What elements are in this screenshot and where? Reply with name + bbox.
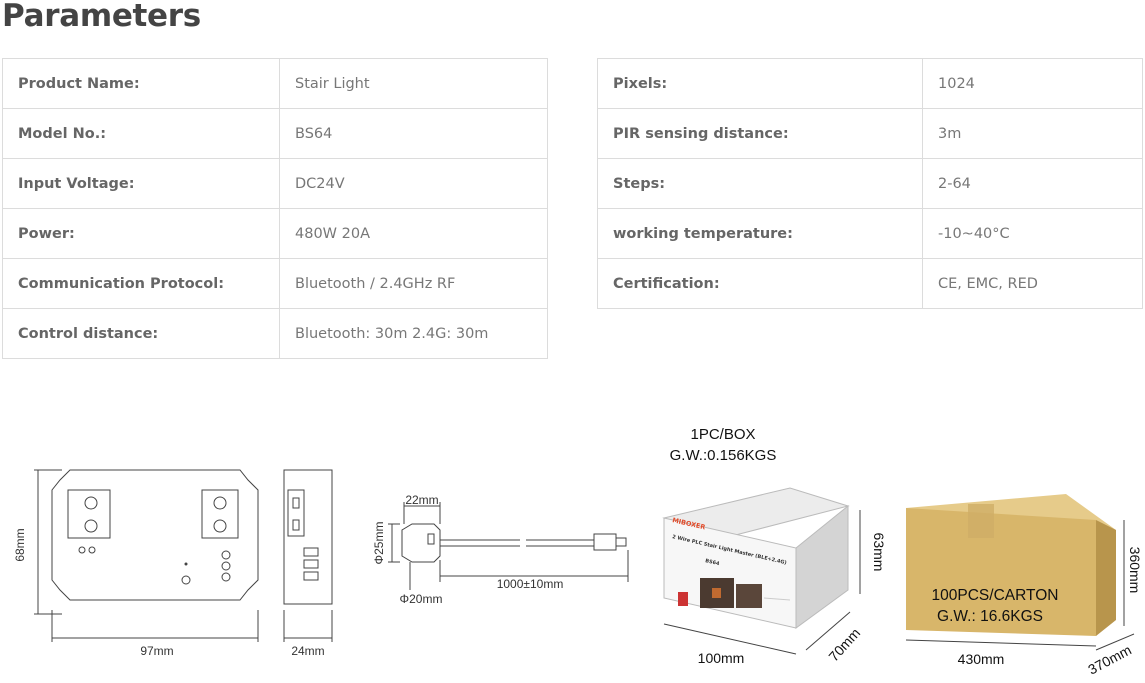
carton-side xyxy=(1096,520,1116,636)
box-dimension-lines xyxy=(663,510,861,655)
spec-label: Communication Protocol: xyxy=(2,258,280,309)
table-row: Product Name:Stair Light xyxy=(2,58,548,109)
spec-value: -10~40°C xyxy=(922,208,1143,259)
box-height-label: 63mm xyxy=(871,533,887,572)
spec-value: 3m xyxy=(922,108,1143,159)
spec-value: 2-64 xyxy=(922,158,1143,209)
spec-value: Bluetooth: 30m 2.4G: 30m xyxy=(279,308,548,359)
spec-label: Product Name: xyxy=(2,58,280,109)
sensor-base-diameter-label: Φ20mm xyxy=(400,592,443,606)
carton-length-label: 430mm xyxy=(958,651,1005,667)
table-row: Input Voltage:DC24V xyxy=(2,158,548,209)
table-row: working temperature:-10~40°C xyxy=(597,208,1143,259)
controller-side-drawing xyxy=(283,469,333,642)
spec-table-right: Pixels:1024 PIR sensing distance:3m Step… xyxy=(597,58,1143,309)
controller-width-label: 97mm xyxy=(140,644,173,658)
spec-value: Bluetooth / 2.4GHz RF xyxy=(279,258,548,309)
spec-value: 480W 20A xyxy=(279,208,548,259)
carton-dimension-lines xyxy=(905,520,1135,651)
spec-label: Steps: xyxy=(597,158,923,209)
spec-value: DC24V xyxy=(279,158,548,209)
cable-length-label: 1000±10mm xyxy=(497,577,564,591)
retail-box-image xyxy=(662,487,850,629)
spec-label: working temperature: xyxy=(597,208,923,259)
table-row: PIR sensing distance:3m xyxy=(597,108,1143,159)
table-row: Pixels:1024 xyxy=(597,58,1143,109)
spec-value: CE, EMC, RED xyxy=(922,258,1143,309)
box-width-label: 70mm xyxy=(825,625,863,665)
table-row: Model No.:BS64 xyxy=(2,108,548,159)
page-title: Parameters xyxy=(2,0,201,34)
table-row: Steps:2-64 xyxy=(597,158,1143,209)
spec-label: Power: xyxy=(2,208,280,259)
shipping-carton-image xyxy=(906,494,1116,636)
spec-value: BS64 xyxy=(279,108,548,159)
controller-front-drawing xyxy=(34,469,259,642)
spec-label: Input Voltage: xyxy=(2,158,280,209)
pir-sensor-drawing xyxy=(388,502,629,590)
product-dimension-drawing: 68mm 97mm 24mm 22mm Φ25mm Φ20mm 1000±10m… xyxy=(13,426,1143,678)
table-row: Power:480W 20A xyxy=(2,208,548,259)
controller-depth-label: 24mm xyxy=(291,644,324,658)
table-row: Communication Protocol:Bluetooth / 2.4GH… xyxy=(2,258,548,309)
carton-width-label: 370mm xyxy=(1085,642,1134,678)
carton-front xyxy=(906,508,1096,636)
spec-value: Stair Light xyxy=(279,58,548,109)
sensor-head-diameter-label: Φ25mm xyxy=(372,522,386,565)
box-length-label: 100mm xyxy=(698,650,745,666)
spec-label: PIR sensing distance: xyxy=(597,108,923,159)
table-row: Certification:CE, EMC, RED xyxy=(597,258,1143,309)
box-quantity-label: 1PC/BOX xyxy=(690,426,755,443)
box-model-label: BS64 xyxy=(705,558,721,567)
spec-label: Pixels: xyxy=(597,58,923,109)
box-weight-label: G.W.:0.156KGS xyxy=(670,447,777,464)
spec-label: Model No.: xyxy=(2,108,280,159)
spec-table-left: Product Name:Stair Light Model No.:BS64 … xyxy=(2,58,548,359)
sensor-length-label: 22mm xyxy=(405,493,438,507)
table-row: Control distance:Bluetooth: 30m 2.4G: 30… xyxy=(2,308,548,359)
spec-label: Certification: xyxy=(597,258,923,309)
carton-height-label: 360mm xyxy=(1127,547,1143,594)
spec-label: Control distance: xyxy=(2,308,280,359)
controller-height-label: 68mm xyxy=(13,528,27,561)
carton-quantity-label: 100PCS/CARTON xyxy=(932,587,1059,604)
carton-weight-label: G.W.: 16.6KGS xyxy=(937,608,1043,625)
spec-value: 1024 xyxy=(922,58,1143,109)
